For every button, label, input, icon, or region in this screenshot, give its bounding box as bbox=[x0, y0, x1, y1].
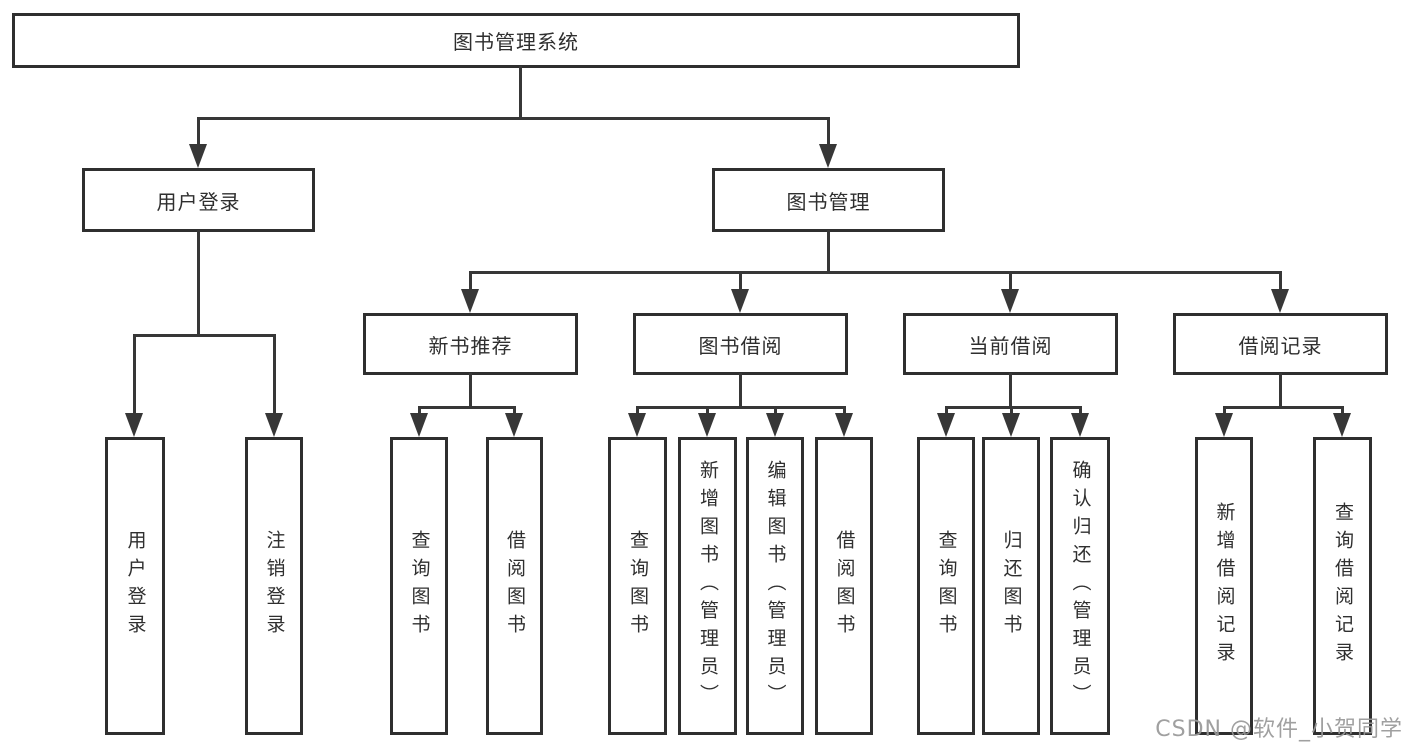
arrowhead-user-login bbox=[189, 144, 207, 168]
node-user-login: 用户登录 bbox=[82, 168, 315, 232]
node-book-management-label: 图书管理 bbox=[786, 189, 871, 214]
connector-arrow-leaf-login-stem bbox=[133, 334, 136, 416]
connector-newbook-stub bbox=[469, 373, 472, 409]
arrowhead-cb-query bbox=[937, 413, 955, 437]
connector-arrow-cb-query-stem bbox=[945, 406, 948, 416]
connector-arrow-user-login-stem bbox=[197, 117, 200, 146]
connector-arrow-leaf-logout-stem bbox=[273, 334, 276, 416]
arrowhead-leaf-logout bbox=[265, 413, 283, 437]
connector-arrow-cb-confirm-stem bbox=[1079, 406, 1082, 416]
node-book-management: 图书管理 bbox=[712, 168, 945, 232]
leaf-cb-confirm-admin: 确认归还（管理员） bbox=[1050, 437, 1110, 735]
leaf-br-add-record-label: 新增借阅记录 bbox=[1213, 502, 1236, 670]
connector-arrow-borrowrecord-stem bbox=[1279, 271, 1282, 293]
leaf-bb-borrow: 借阅图书 bbox=[815, 437, 873, 735]
connector-arrow-bb-query-stem bbox=[636, 406, 639, 416]
leaf-br-query-record: 查询借阅记录 bbox=[1313, 437, 1372, 735]
arrowhead-borrowrecord bbox=[1271, 289, 1289, 313]
node-root-library-system: 图书管理系统 bbox=[12, 13, 1020, 68]
node-current-borrowing-label: 当前借阅 bbox=[968, 333, 1053, 358]
leaf-user-login: 用户登录 bbox=[105, 437, 165, 735]
connector-arrow-newbook-stem bbox=[469, 271, 472, 293]
connector-arrow-currentborrow-stem bbox=[1009, 271, 1012, 293]
arrowhead-br-query bbox=[1333, 413, 1351, 437]
arrowhead-cb-return bbox=[1002, 413, 1020, 437]
leaf-user-login-label: 用户登录 bbox=[124, 530, 147, 642]
leaf-cb-confirm-admin-label: 确认归还（管理员） bbox=[1069, 460, 1092, 712]
arrowhead-bookborrow bbox=[731, 289, 749, 313]
connector-currentborrow-stub bbox=[1009, 373, 1012, 409]
arrowhead-nb-borrow bbox=[505, 413, 523, 437]
arrowhead-bb-add bbox=[698, 413, 716, 437]
leaf-cb-query-label: 查询图书 bbox=[935, 530, 958, 642]
leaf-bb-edit-admin-label: 编辑图书（管理员） bbox=[764, 460, 787, 712]
arrowhead-bb-edit bbox=[766, 413, 784, 437]
connector-arrow-bookborrow-stem bbox=[739, 271, 742, 293]
connector-arrow-bb-add-stem bbox=[706, 406, 709, 416]
connector-borrowrecord-stub bbox=[1279, 373, 1282, 409]
connector-level1-hline bbox=[197, 117, 830, 120]
connector-newbook-hline bbox=[418, 406, 516, 409]
arrowhead-newbook bbox=[461, 289, 479, 313]
leaf-bb-borrow-label: 借阅图书 bbox=[833, 530, 856, 642]
node-book-borrowing-label: 图书借阅 bbox=[698, 333, 783, 358]
connector-book-mgmt-stub bbox=[827, 230, 830, 274]
connector-arrow-br-query-stem bbox=[1341, 406, 1344, 416]
node-new-book-recommend: 新书推荐 bbox=[363, 313, 578, 375]
leaf-bb-add-admin-label: 新增图书（管理员） bbox=[697, 460, 719, 712]
connector-arrow-cb-return-stem bbox=[1010, 406, 1013, 416]
leaf-cb-query: 查询图书 bbox=[917, 437, 975, 735]
leaf-logout-label: 注销登录 bbox=[263, 530, 286, 642]
arrowhead-book-mgmt bbox=[819, 144, 837, 168]
node-user-login-label: 用户登录 bbox=[156, 189, 241, 214]
connector-arrow-book-mgmt-stem bbox=[827, 117, 830, 146]
connector-borrowrecord-hline bbox=[1223, 406, 1343, 409]
connector-user-login-hline bbox=[133, 334, 276, 337]
leaf-cb-return-label: 归还图书 bbox=[1000, 530, 1023, 642]
leaf-newbook-borrow: 借阅图书 bbox=[486, 437, 543, 735]
leaf-br-query-record-label: 查询借阅记录 bbox=[1332, 502, 1354, 670]
leaf-newbook-query-label: 查询图书 bbox=[408, 530, 431, 642]
leaf-bb-add-admin: 新增图书（管理员） bbox=[678, 437, 737, 735]
node-new-book-recommend-label: 新书推荐 bbox=[428, 333, 513, 358]
connector-level2-hline bbox=[469, 271, 1282, 274]
arrowhead-bb-query bbox=[628, 413, 646, 437]
arrowhead-currentborrow bbox=[1001, 289, 1019, 313]
node-borrow-records-label: 借阅记录 bbox=[1238, 333, 1323, 358]
leaf-bb-query-label: 查询图书 bbox=[627, 530, 649, 642]
arrowhead-nb-query bbox=[410, 413, 428, 437]
leaf-bb-edit-admin: 编辑图书（管理员） bbox=[746, 437, 804, 735]
connector-arrow-nb-borrow-stem bbox=[513, 406, 516, 416]
connector-bookborrow-hline bbox=[636, 406, 845, 409]
arrowhead-cb-confirm bbox=[1071, 413, 1089, 437]
connector-arrow-bb-edit-stem bbox=[774, 406, 777, 416]
node-borrow-records: 借阅记录 bbox=[1173, 313, 1388, 375]
connector-root-stub bbox=[519, 66, 522, 120]
leaf-newbook-query: 查询图书 bbox=[390, 437, 448, 735]
leaf-cb-return: 归还图书 bbox=[982, 437, 1040, 735]
connector-currentborrow-hline bbox=[945, 406, 1082, 409]
connector-arrow-br-add-stem bbox=[1223, 406, 1226, 416]
arrowhead-br-add bbox=[1215, 413, 1233, 437]
connector-user-login-stub bbox=[197, 230, 200, 337]
leaf-newbook-borrow-label: 借阅图书 bbox=[504, 530, 526, 642]
leaf-br-add-record: 新增借阅记录 bbox=[1195, 437, 1253, 735]
leaf-logout: 注销登录 bbox=[245, 437, 303, 735]
connector-arrow-bb-borrow-stem bbox=[843, 406, 846, 416]
connector-arrow-nb-query-stem bbox=[418, 406, 421, 416]
leaf-bb-query: 查询图书 bbox=[608, 437, 667, 735]
arrowhead-leaf-login bbox=[125, 413, 143, 437]
node-root-label: 图书管理系统 bbox=[453, 30, 579, 54]
watermark-text: CSDN @软件_小贺同学 bbox=[1155, 717, 1403, 742]
connector-bookborrow-stub bbox=[739, 373, 742, 409]
node-book-borrowing: 图书借阅 bbox=[633, 313, 848, 375]
arrowhead-bb-borrow bbox=[835, 413, 853, 437]
node-current-borrowing: 当前借阅 bbox=[903, 313, 1118, 375]
